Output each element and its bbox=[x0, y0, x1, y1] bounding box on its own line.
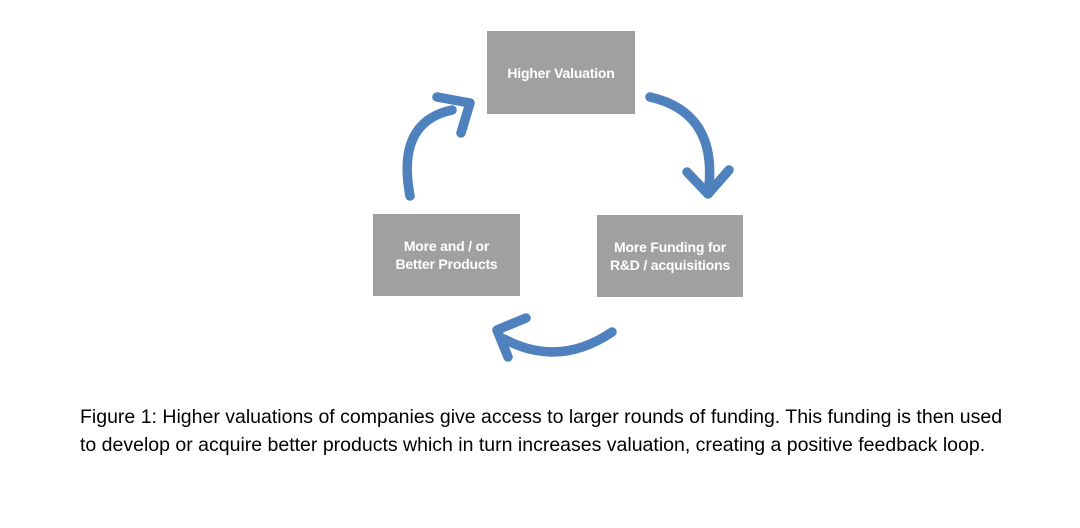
node-better-products-label-line1: More and / or bbox=[403, 238, 490, 254]
arrow-valuation-to-funding-head bbox=[682, 165, 734, 199]
figure-caption-line2: to develop or acquire better products wh… bbox=[80, 434, 986, 456]
arrow-products-to-valuation-shaft bbox=[402, 105, 457, 201]
node-more-funding-label-line1: More Funding for bbox=[614, 239, 726, 255]
node-better-products: More and / or Better Products bbox=[373, 214, 520, 296]
arrow-products-to-valuation-head bbox=[432, 92, 475, 138]
arrow-products-to-valuation bbox=[402, 92, 475, 201]
arrow-funding-to-products-shaft bbox=[499, 327, 617, 357]
arrow-funding-to-products bbox=[492, 313, 617, 362]
arrow-valuation-to-funding-shaft bbox=[645, 92, 715, 191]
figure-caption-line1: Figure 1: Higher valuations of companies… bbox=[80, 406, 1003, 428]
node-higher-valuation: Higher Valuation bbox=[487, 31, 635, 114]
arrow-valuation-to-funding bbox=[645, 92, 734, 199]
node-more-funding-label-line2: R&D / acquisitions bbox=[609, 257, 731, 273]
node-higher-valuation-label: Higher Valuation bbox=[507, 64, 615, 81]
node-more-funding: More Funding for R&D / acquisitions bbox=[597, 215, 743, 297]
figure-caption: Figure 1: Higher valuations of companies… bbox=[80, 403, 1002, 459]
node-better-products-label-line2: Better Products bbox=[395, 256, 498, 272]
arrow-funding-to-products-head bbox=[492, 313, 531, 362]
